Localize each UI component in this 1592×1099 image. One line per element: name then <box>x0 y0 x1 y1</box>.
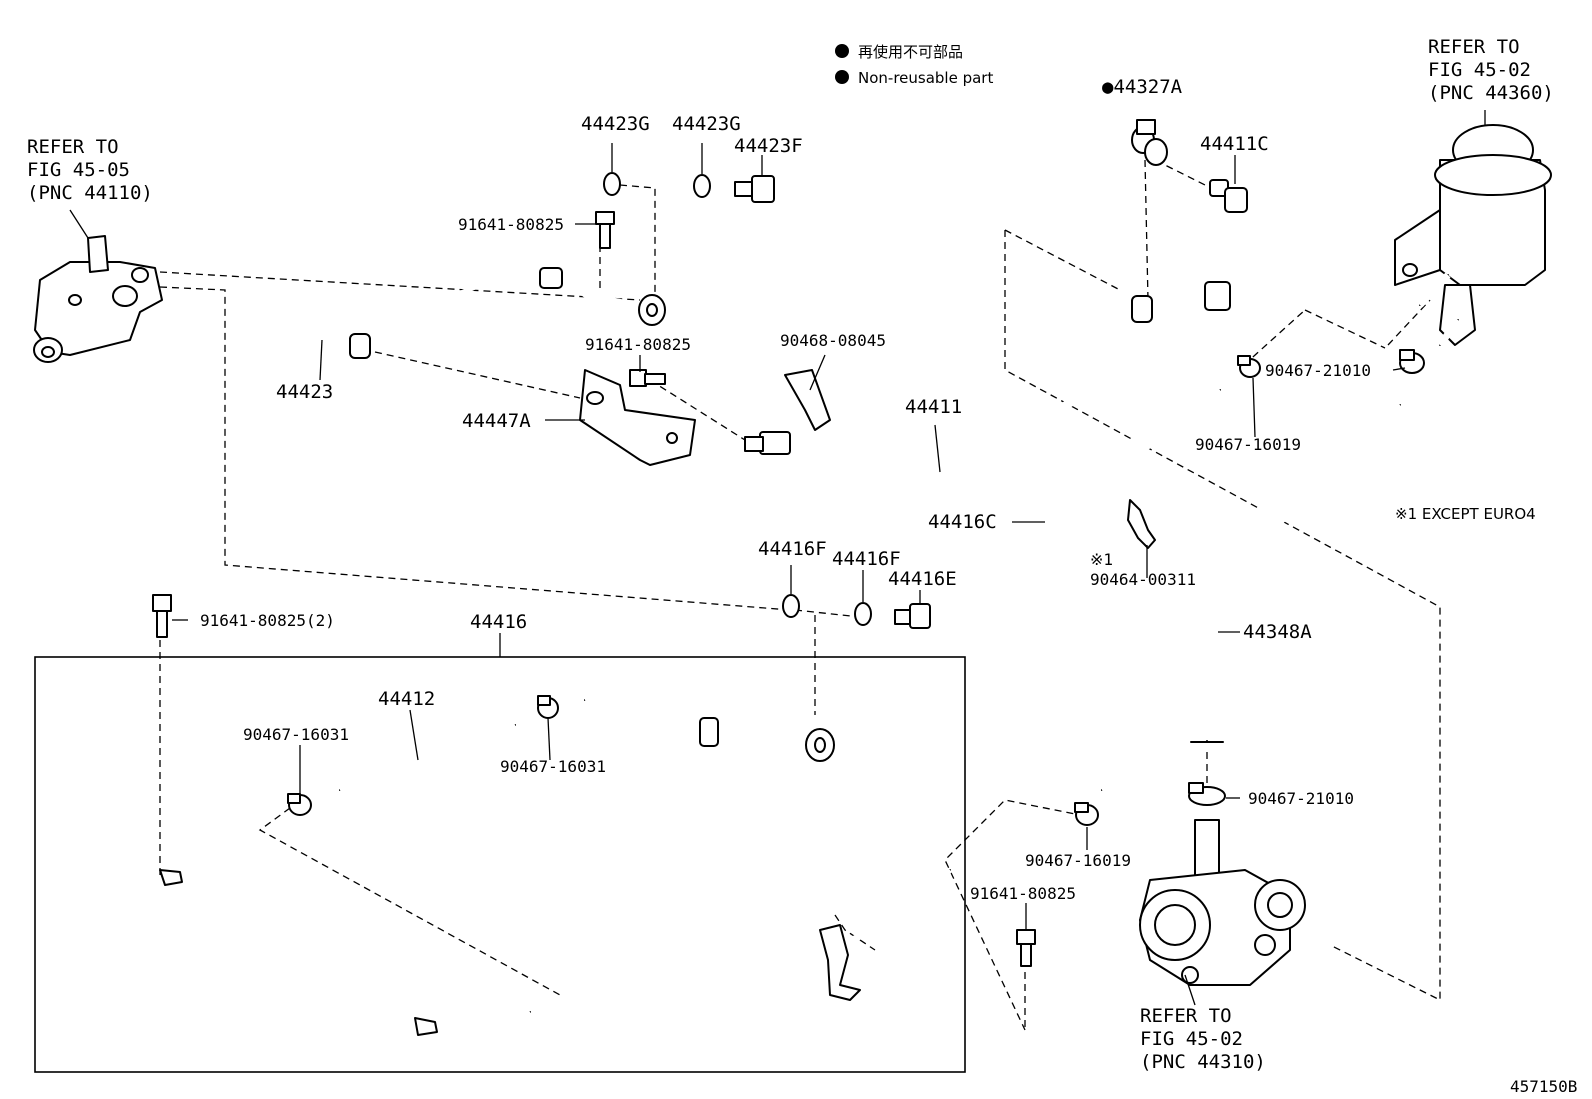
ref-text-line: REFER TO <box>1428 36 1520 58</box>
label-44416e: 44416E <box>888 568 957 590</box>
power-steering-pump <box>1139 819 1306 986</box>
dashed-guides <box>159 154 1441 1031</box>
clamp-90467-16019-a-icon <box>1237 355 1261 378</box>
ref-top-right: REFER TO FIG 45-02 (PNC 44360) <box>1428 36 1554 104</box>
bracket-44447a <box>579 369 696 466</box>
hose-44411 <box>744 281 1260 480</box>
hose-44348a <box>1190 394 1410 743</box>
clamp-44327a-icon <box>1131 119 1168 166</box>
figure-id: 457150B <box>1510 1077 1577 1096</box>
washer-44416f-b-icon <box>854 602 872 626</box>
non-reusable-bullet-icon <box>835 70 849 84</box>
note-mark: ※1 <box>1090 550 1113 569</box>
ref-text-line: (PNC 44360) <box>1428 82 1554 104</box>
label-44412: 44412 <box>378 688 435 710</box>
label-44411: 44411 <box>905 396 962 418</box>
hose-44412 <box>337 717 518 798</box>
ref-text-line: FIG 45-05 <box>27 159 130 181</box>
hose-44416c <box>1040 382 1226 799</box>
label-44416f-a: 44416F <box>758 538 827 560</box>
assembly-44416-frame <box>34 656 966 1073</box>
ref-text-line: FIG 45-02 <box>1140 1028 1243 1050</box>
pipe-return-tube <box>583 673 835 762</box>
label-44423f: 44423F <box>734 135 803 157</box>
clamp-90467-16019-b-icon <box>1074 802 1099 826</box>
ref-text-line: (PNC 44310) <box>1140 1051 1266 1073</box>
label-91641-80825-b: 91641-80825 <box>585 335 691 354</box>
bolt-91641-80825-a-icon <box>595 211 615 249</box>
label-90467-21010-a: 90467-21010 <box>1265 361 1371 380</box>
label-91641-80825-c: 91641-80825 <box>970 884 1076 903</box>
label-90467-16031-a: 90467-16031 <box>243 725 349 744</box>
bolt-91641-80825-c-icon <box>1016 929 1036 967</box>
steering-gear-housing <box>33 235 163 363</box>
pipe-44423 <box>239 265 666 359</box>
label-91641-80825-a: 91641-80825 <box>458 215 564 234</box>
label-44423g-a: 44423G <box>581 113 650 135</box>
clamp-90467-16031-a-icon <box>287 793 312 816</box>
washer-44423g-b-icon <box>693 174 711 198</box>
label-44423: 44423 <box>276 381 333 403</box>
clamp-90467-16031-b-icon <box>537 695 559 719</box>
part-labels: 44423G 44423G 44423F 91641-80825 44423 9… <box>200 76 1371 903</box>
ref-text-line: REFER TO <box>1140 1005 1232 1027</box>
note-except-euro4: ※1 EXCEPT EURO4 <box>1395 505 1536 523</box>
label-90467-16019-b: 90467-16019 <box>1025 851 1131 870</box>
washer-44423g-a-icon <box>603 172 621 196</box>
label-44416c: 44416C <box>928 511 997 533</box>
label-44348a: 44348A <box>1243 621 1312 643</box>
ref-bottom-right: REFER TO FIG 45-02 (PNC 44310) <box>1140 1005 1266 1073</box>
union-bolt-44423f-icon <box>734 175 775 203</box>
label-90468-08045: 90468-08045 <box>780 331 886 350</box>
reservoir-tank <box>1394 124 1552 348</box>
label-90467-21010-b: 90467-21010 <box>1248 789 1354 808</box>
label-44411c: 44411C <box>1200 133 1269 155</box>
label-44416f-b: 44416F <box>832 548 901 570</box>
clip-90464-00311-icon <box>1127 499 1156 549</box>
legend: 再使用不可部品 Non-reusable part <box>835 43 993 87</box>
legend-non-reusable-en: Non-reusable part <box>858 69 993 87</box>
label-91641-80825-2: 91641-80825(2) <box>200 611 335 630</box>
bolt-91641-80825-2-icon <box>152 594 172 638</box>
leader-lines <box>69 110 1486 1006</box>
union-bolt-44416e-icon <box>894 603 931 629</box>
cooler-pipe <box>57 824 952 1061</box>
ref-text-line: FIG 45-02 <box>1428 59 1531 81</box>
label-90464-00311: 90464-00311 <box>1090 570 1196 589</box>
clamp-90467-21010-b-icon <box>1188 782 1226 806</box>
label-44327a: ●44327A <box>1102 76 1183 98</box>
ref-text-line: (PNC 44110) <box>27 182 153 204</box>
ref-top-left: REFER TO FIG 45-05 (PNC 44110) <box>27 136 153 204</box>
bolt-44411c-icon <box>1209 179 1248 213</box>
bolt-91641-80825-b-icon <box>629 369 666 387</box>
clamp-90467-21010-a-icon <box>1399 349 1425 374</box>
label-90467-16031-b: 90467-16031 <box>500 757 606 776</box>
legend-non-reusable-jp: 再使用不可部品 <box>858 43 963 61</box>
label-44423g-b: 44423G <box>672 113 741 135</box>
washer-44416f-a-icon <box>782 594 800 618</box>
non-reusable-bullet-icon <box>835 44 849 58</box>
ref-text-line: REFER TO <box>27 136 119 158</box>
label-90467-16019-a: 90467-16019 <box>1195 435 1301 454</box>
clip-90468-08045-icon <box>784 369 831 431</box>
label-44447a: 44447A <box>462 410 531 432</box>
label-44416: 44416 <box>470 611 527 633</box>
